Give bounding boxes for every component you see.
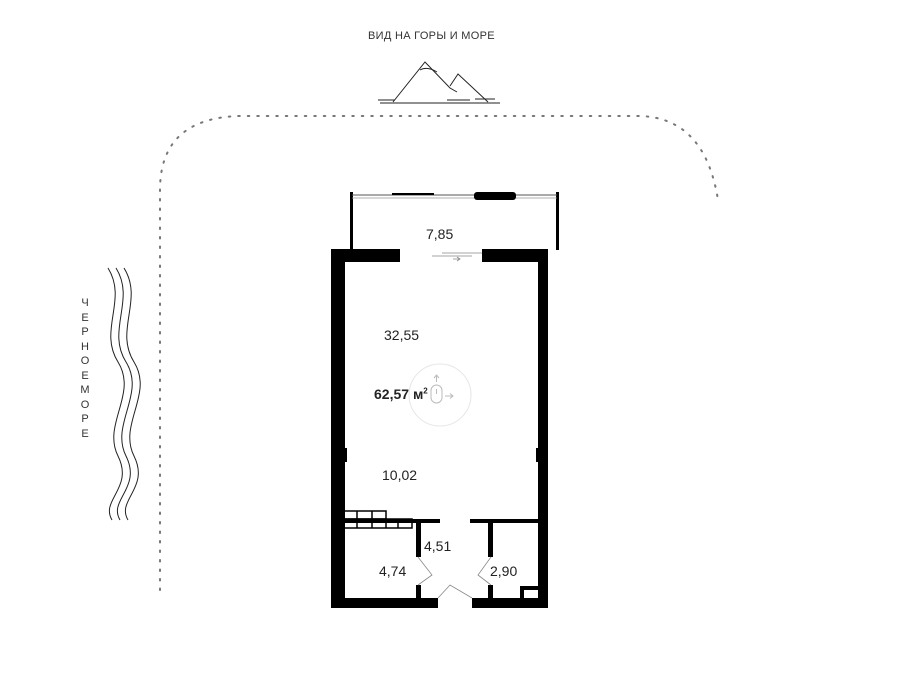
room-area-balcony[interactable]: 7,85 (426, 226, 454, 242)
total-area-value: 62,57 (374, 386, 410, 402)
total-area: 62,57 м2 (374, 386, 428, 402)
room-area-bathroom[interactable]: 4,74 (379, 563, 407, 579)
room-area-living[interactable]: 32,55 (384, 327, 420, 343)
site-boundary-dotted (159, 115, 719, 591)
walls (331, 249, 548, 608)
room-area-wardrobe[interactable]: 2,90 (490, 563, 518, 579)
total-area-unit-sup: 2 (423, 386, 428, 396)
balcony (350, 192, 559, 250)
view-label: ВИД НА ГОРЫ И МОРЕ (368, 30, 495, 42)
room-area-hall[interactable]: 4,51 (424, 538, 452, 554)
room-area-kitchen[interactable]: 10,02 (382, 467, 418, 483)
sea-label: ЧЕРНОЕ МОРЕ (80, 297, 90, 440)
mountains-icon (378, 61, 500, 104)
total-area-unit: м (412, 386, 424, 402)
drag-hint-icon (408, 363, 472, 427)
doors (417, 252, 492, 599)
kitchen-cabinets (341, 510, 413, 529)
sea-waves-icon (107, 267, 141, 521)
